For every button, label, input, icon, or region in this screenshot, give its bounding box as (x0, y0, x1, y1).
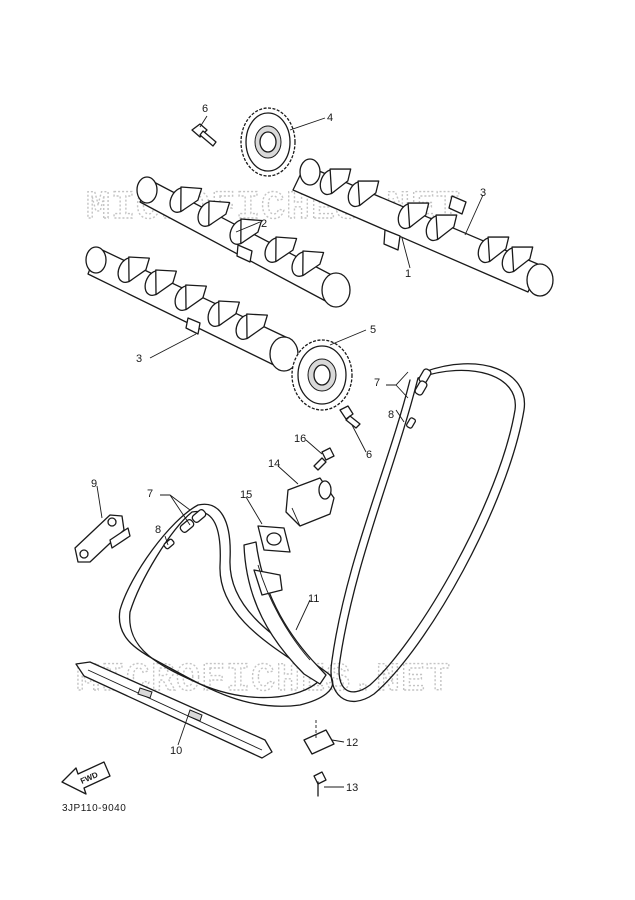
callout-5: 5 (370, 324, 376, 336)
forward-direction-arrow: FWD (61, 761, 111, 795)
diagram-reference-code: 3JP110-9040 (62, 803, 126, 814)
camshaft-lower-left (85, 246, 299, 372)
callout-14: 14 (268, 458, 280, 470)
callout-11: 11 (308, 593, 319, 605)
callout-16: 16 (294, 433, 306, 445)
callout-8-right: 8 (388, 409, 394, 421)
callout-7-right: 7 (374, 377, 380, 389)
callout-2: 2 (261, 218, 267, 230)
chain-tensioner-guide (243, 541, 327, 685)
callout-6-lower: 6 (366, 449, 372, 461)
tensioner-bolt (313, 447, 335, 471)
callout-3-lower: 3 (136, 353, 142, 365)
callout-15: 15 (240, 489, 252, 501)
callout-1: 1 (405, 268, 411, 280)
sprocket-bolt-lower (339, 405, 361, 429)
guide-stopper (303, 720, 335, 755)
callout-numbers: 6 4 2 3 1 3 5 7 8 6 16 14 15 9 7 8 11 10… (91, 103, 486, 794)
timing-chain-right (330, 363, 526, 703)
callout-12: 12 (346, 737, 358, 749)
callout-7-left: 7 (147, 488, 153, 500)
cam-chain-tensioner (285, 477, 335, 527)
chain-guide-top (74, 514, 131, 563)
callout-10: 10 (170, 745, 182, 757)
chain-guide-lower (75, 661, 273, 759)
stopper-bolt (313, 771, 327, 797)
callout-4: 4 (327, 112, 333, 124)
camshaft-middle (136, 176, 351, 308)
cam-sprocket-lower (291, 339, 353, 411)
chain-joint-right (405, 368, 432, 429)
leader-lines (96, 115, 484, 788)
callout-9: 9 (91, 478, 97, 490)
callout-8-left: 8 (155, 524, 161, 536)
cam-sprocket-upper (240, 107, 296, 177)
timing-chain-left (118, 503, 334, 707)
callout-6-upper: 6 (202, 103, 208, 115)
callout-13: 13 (346, 782, 358, 794)
tensioner-gasket (257, 525, 291, 553)
callout-3-upper: 3 (480, 187, 486, 199)
camshaft-upper-right (292, 158, 554, 297)
sprocket-bolt-upper (191, 123, 217, 147)
